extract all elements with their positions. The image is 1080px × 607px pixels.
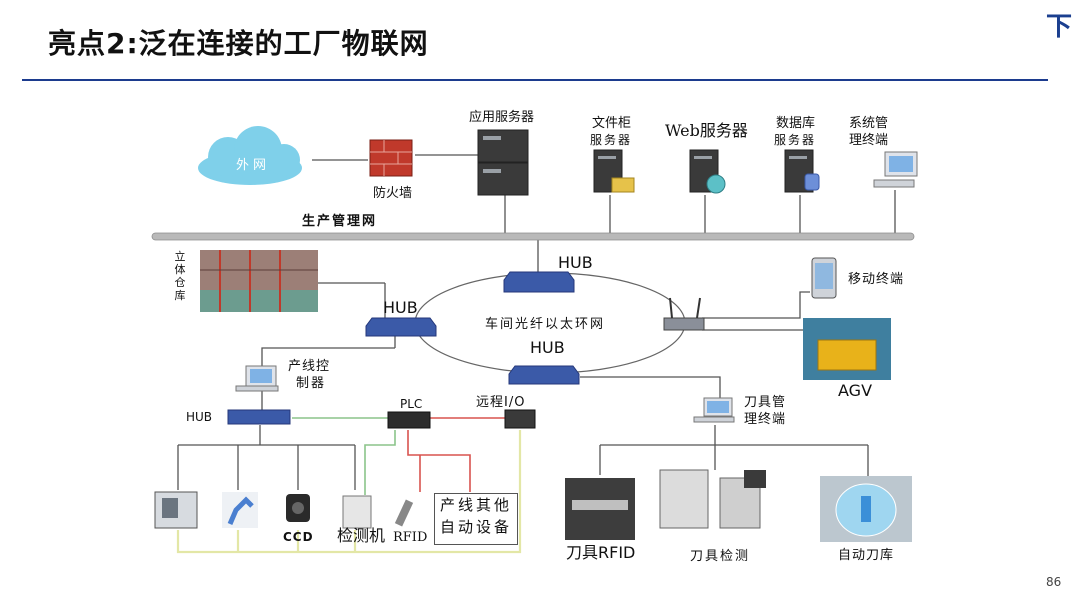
fieldbus-links: [176, 417, 522, 554]
file-server-label-2: 服务器: [590, 133, 633, 147]
database-server-icon: [784, 149, 820, 193]
hub-left-icon: [365, 317, 437, 337]
tool-check-label: 刀具检测: [690, 549, 751, 564]
link-ap-mobile: [702, 291, 810, 319]
tool-rfid-label: 刀具RFID: [566, 543, 636, 562]
auto-tool-magazine-image: [820, 476, 912, 542]
system-terminal-icon: [873, 151, 918, 188]
hub-top-icon: [503, 271, 575, 293]
file-server-label-1: 文件柜: [592, 116, 632, 131]
inspector-label: 检测机: [337, 526, 386, 545]
file-server-icon: [593, 149, 635, 193]
page-title: 亮点2:泛在连接的工厂物联网: [48, 27, 429, 60]
tool-terminal-label-2: 理终端: [744, 412, 787, 427]
connection-lines: [177, 154, 896, 490]
tool-terminal-icon: [693, 397, 735, 423]
line-controller-label-2: 制器: [296, 376, 327, 391]
tool-rfid-image: [565, 478, 635, 540]
page-number: 86: [1046, 575, 1062, 589]
system-terminal-label-1: 系统管: [849, 116, 889, 131]
other-equipment-label-1: 产线其他: [439, 496, 512, 514]
rfid-label: RFID: [393, 530, 428, 545]
cnc-machine-icon: [154, 491, 198, 529]
agv-label: AGV: [838, 381, 873, 400]
plc-label: PLC: [400, 397, 423, 411]
hub-left-label: HUB: [383, 298, 418, 317]
hub-bottom-icon: [508, 365, 580, 385]
mobile-terminal-label: 移动终端: [848, 272, 905, 287]
ring-network-label: 车间光纤以太环网: [485, 317, 606, 332]
web-server-icon: [689, 149, 726, 194]
firewall-label: 防火墙: [373, 186, 413, 201]
remote-io-label: 远程I/O: [476, 395, 526, 410]
app-server-label: 应用服务器: [469, 110, 535, 125]
auto-tool-magazine-label: 自动刀库: [838, 548, 895, 563]
line-controller-icon: [235, 365, 279, 392]
tool-terminal-label-1: 刀具管: [744, 395, 787, 410]
link-remoteio-yellow: [176, 430, 522, 554]
plc-icon: [387, 411, 431, 429]
ccd-camera-icon: [286, 494, 310, 522]
rfid-reader-icon: [394, 499, 414, 527]
system-terminal-label-2: 理终端: [849, 133, 889, 148]
hub-line-icon: [227, 409, 291, 425]
cloud-icon: [198, 126, 302, 185]
hub-line-label: HUB: [186, 410, 213, 424]
agv-image: [803, 318, 891, 380]
ccd-label: CCD: [283, 530, 314, 544]
wireless-ap-icon: [663, 297, 705, 331]
production-network-label: 生产管理网: [302, 214, 378, 229]
remote-io-icon: [504, 409, 536, 429]
web-server-label: Web服务器: [665, 121, 748, 140]
firewall-icon: [369, 139, 413, 177]
logo-icon: 下: [1046, 12, 1073, 42]
db-server-label-1: 数据库: [776, 116, 816, 131]
hub-top-label: HUB: [558, 253, 593, 272]
db-server-label-2: 服务器: [774, 133, 817, 147]
cloud-label: 外网: [236, 158, 271, 173]
inspector-machine-icon: [342, 495, 372, 529]
warehouse-label: 立体仓库: [174, 250, 186, 302]
link-plc-inspector: [364, 430, 396, 495]
line-controller-label-1: 产线控: [288, 359, 331, 374]
other-equipment-label-2: 自动设备: [439, 518, 512, 536]
production-bus: [151, 232, 915, 241]
warehouse-image: [200, 250, 318, 312]
hub-bottom-label: HUB: [530, 338, 565, 357]
title-divider: [22, 79, 1048, 81]
link-plc-other: [407, 430, 471, 492]
mobile-terminal-icon: [811, 257, 837, 299]
link-hubleft-linectrl: [261, 347, 395, 367]
other-equipment-box: 产线其他 自动设备: [434, 493, 518, 545]
app-server-icon: [477, 129, 529, 196]
link-hubbottom-toolterm: [580, 376, 721, 398]
tool-check-image: [659, 469, 766, 529]
robot-arm-icon: [222, 492, 258, 528]
